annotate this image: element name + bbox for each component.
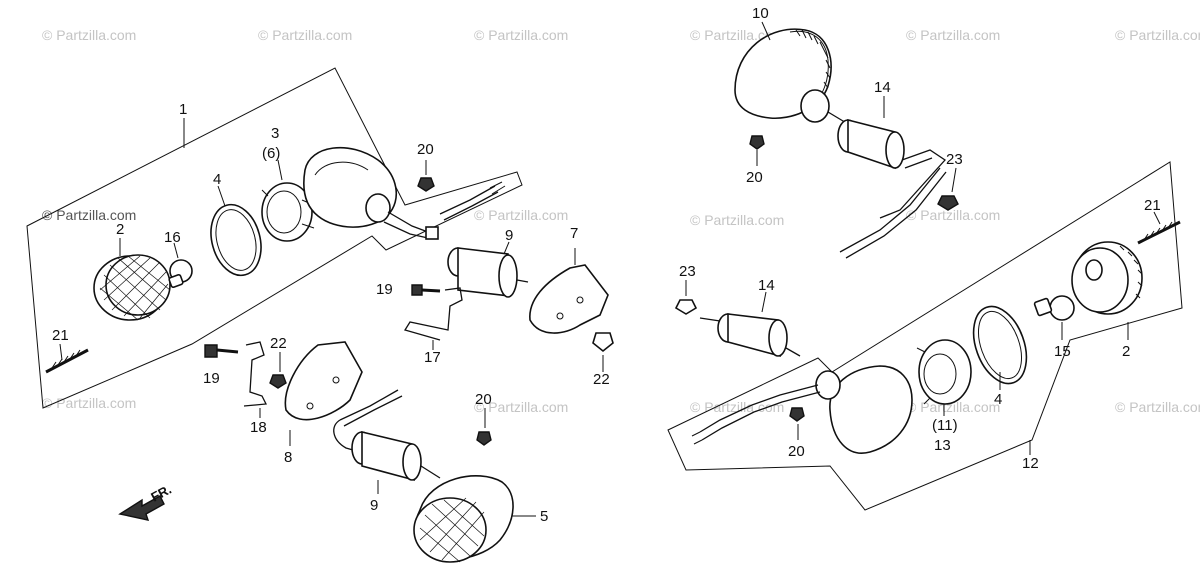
leader-line [59, 343, 63, 361]
bulb-part-15 [1033, 295, 1075, 321]
watermark: © Partzilla.com [690, 399, 784, 415]
housing-left [302, 146, 439, 240]
screw-part-21 [1137, 220, 1181, 245]
callout-label: 21 [1144, 197, 1161, 214]
rim-part-4 [972, 305, 1028, 385]
front-direction-arrow: FR. [118, 482, 174, 521]
callout-label: 9 [505, 227, 513, 244]
callout-label: 15 [1054, 343, 1071, 360]
screw-part-21 [45, 348, 89, 374]
rim-part-4 [210, 203, 262, 277]
callout-label: 2 [1122, 343, 1130, 360]
watermark: © Partzilla.com [258, 27, 352, 43]
watermark: © Partzilla.com [906, 399, 1000, 415]
callout-label: 5 [540, 508, 548, 525]
nut-part-22 [269, 352, 287, 389]
watermark: © Partzilla.com [42, 395, 136, 411]
nut-part-23 [674, 299, 698, 315]
leader-line [761, 291, 767, 313]
callout-label: (11) [932, 417, 958, 434]
callout-label: 4 [994, 391, 1002, 408]
watermark: © Partzilla.com [42, 207, 136, 223]
flasher-part-14 [699, 313, 801, 358]
watermark: © Partzilla.com [906, 27, 1000, 43]
flasher-part-9 [351, 430, 441, 482]
wires-right-top [839, 167, 947, 259]
callout-labels: 1 2 3 (6) 4 16 20 9 7 19 17 22 21 19 22 … [52, 5, 1161, 525]
bolt-part-19 [204, 344, 239, 358]
bolt-part-19 [411, 284, 441, 296]
callout-label: 16 [164, 229, 181, 246]
callout-label: 3 [271, 125, 279, 142]
watermark: © Partzilla.com [1115, 399, 1200, 415]
nut-part-22 [592, 332, 614, 353]
watermark: © Partzilla.com [474, 399, 568, 415]
callout-label: 22 [593, 371, 610, 388]
callout-label: 20 [788, 443, 805, 460]
callout-label: 14 [874, 79, 891, 96]
callout-label: 22 [270, 335, 287, 352]
callout-label: 23 [946, 151, 963, 168]
callout-label: (6) [262, 145, 280, 162]
bulb-part-16 [168, 259, 193, 288]
callout-label: 19 [203, 370, 220, 387]
callout-label: 9 [370, 497, 378, 514]
nut-part-23 [937, 195, 959, 211]
watermark: © Partzilla.com [690, 212, 784, 228]
screw-part-20 [789, 407, 805, 440]
flasher-part-9 [447, 247, 529, 298]
leader-line [503, 241, 510, 255]
callout-label: 8 [284, 449, 292, 466]
flasher-part-14 [837, 118, 946, 219]
wires-right-lower [691, 404, 755, 445]
callout-label: 14 [758, 277, 775, 294]
watermark: © Partzilla.com [906, 207, 1000, 223]
watermark: © Partzilla.com [1115, 27, 1200, 43]
screw-part-20 [749, 135, 765, 166]
clip-part-18 [243, 341, 268, 407]
callout-label: 4 [213, 171, 221, 188]
callout-label: 13 [934, 437, 951, 454]
leader-line [217, 185, 226, 207]
callout-label: 20 [417, 141, 434, 158]
leader-line [277, 159, 283, 181]
assembly-boundary-left [26, 67, 523, 409]
leader-line [173, 242, 179, 259]
screw-part-20 [417, 160, 435, 192]
callout-label: 23 [679, 263, 696, 280]
callout-label: 20 [475, 391, 492, 408]
assembly-boundary-right [667, 161, 1183, 511]
bracket-part-7 [529, 264, 609, 334]
lens-part-2 [1071, 241, 1143, 315]
leader-line [1153, 211, 1161, 225]
callout-label: 10 [752, 5, 769, 22]
bracket-part-8 [284, 341, 363, 421]
callout-label: 19 [376, 281, 393, 298]
leader-line [761, 21, 771, 41]
socket-part-3 [261, 182, 317, 242]
callout-label: 20 [746, 169, 763, 186]
callout-label: 2 [116, 221, 124, 238]
callout-label: 18 [250, 419, 267, 436]
wires-lower [333, 389, 403, 453]
callout-label: 7 [570, 225, 578, 242]
callout-label: 1 [179, 101, 187, 118]
watermarks: © Partzilla.com © Partzilla.com © Partzi… [42, 27, 1200, 415]
lamp-part-5 [413, 475, 514, 563]
lamp-part-10 [734, 28, 849, 125]
lens-part-2 [93, 254, 171, 321]
wires-left [439, 181, 506, 221]
watermark: © Partzilla.com [474, 207, 568, 223]
callout-label: 17 [424, 349, 441, 366]
callout-label: 21 [52, 327, 69, 344]
screw-part-20 [476, 408, 492, 446]
clip-part-17 [403, 287, 463, 341]
leader-line [951, 167, 957, 193]
socket-part-13 [916, 339, 972, 405]
watermark: © Partzilla.com [474, 27, 568, 43]
watermark: © Partzilla.com [42, 27, 136, 43]
housing-right [751, 365, 913, 454]
callout-label: 12 [1022, 455, 1039, 472]
